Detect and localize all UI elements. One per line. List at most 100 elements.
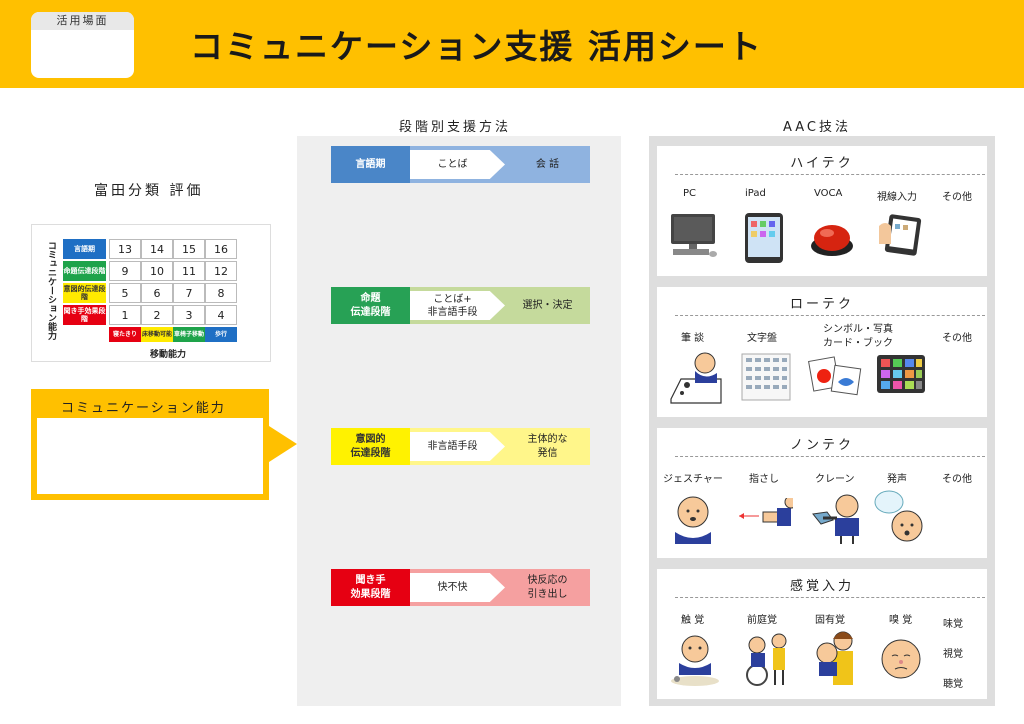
divider — [675, 597, 985, 598]
tablet-icon — [745, 213, 783, 263]
item-label: クレーン — [815, 474, 855, 485]
item-label: その他 — [942, 333, 972, 344]
grid-cell: 8 — [205, 283, 237, 303]
usage-scene-badge: 活用場面 — [31, 12, 134, 78]
stage-level: 言語期 — [331, 146, 410, 183]
vertical-axis-label: コミュニケーション能力 — [46, 241, 56, 340]
grid-cell: 6 — [141, 283, 173, 303]
stage-methods-title: 段階別支援方法 — [399, 120, 512, 135]
page-title: コミュニケーション支援 活用シート — [190, 27, 763, 66]
item-label: 発声 — [887, 474, 907, 485]
computer-icon — [671, 214, 717, 257]
stage-method: 非言語手段 — [410, 432, 505, 461]
grid-cell: 2 — [141, 305, 173, 325]
item-label: ジェスチャー — [663, 474, 723, 485]
level-intentional: 意図的伝達段階 — [63, 283, 106, 303]
level-language: 言語期 — [63, 239, 106, 259]
group-title: ローテク — [789, 297, 854, 312]
communication-book-icon — [877, 355, 925, 393]
divider — [675, 456, 985, 457]
aac-title: AAC技法 — [783, 120, 851, 135]
crane-hand-icon — [812, 494, 859, 544]
item-label: 視覚 — [943, 649, 963, 660]
grid-cell: 1 — [109, 305, 141, 325]
mobility-floor: 床移動可能 — [141, 327, 173, 342]
item-label: 指さし — [749, 474, 779, 485]
eye-gaze-device-icon — [879, 214, 922, 256]
aac-group-nontech: ノンテク ジェスチャー 指さし クレーン 発声 その他 — [657, 428, 987, 558]
item-label: 触 覚 — [681, 615, 705, 626]
vocalizing-child-icon — [874, 490, 923, 542]
wheelchair-icon — [746, 633, 787, 686]
stage-row-propositional: 命題 伝達段階 ことば+ 非言語手段 選択・決定 — [331, 287, 590, 324]
item-label: その他 — [942, 192, 972, 203]
group-title: 感覚入力 — [789, 579, 854, 594]
stage-result: 主体的な 発信 — [527, 433, 568, 459]
aac-group-hightech: ハイテク PC iPad VOCA 視線入力 その他 — [657, 146, 987, 276]
grid-cell: 14 — [141, 239, 173, 259]
comm-ability-input[interactable] — [37, 418, 263, 494]
stage-method: ことば — [410, 150, 505, 179]
divider — [675, 315, 985, 316]
item-label: iPad — [745, 188, 766, 199]
usage-scene-label: 活用場面 — [31, 12, 134, 30]
item-label: 味覚 — [943, 619, 963, 630]
grid-cell: 12 — [205, 261, 237, 281]
stage-result: 会 話 — [535, 158, 560, 170]
stage-row-language: 言語期 ことば 会 話 — [331, 146, 590, 183]
gesture-child-icon — [675, 496, 711, 544]
aac-group-lowtech: ローテク 筆 談 文字盤 シンボル・写真 カード・ブック その他 — [657, 287, 987, 417]
hug-icon — [816, 631, 853, 685]
item-label: その他 — [942, 474, 972, 485]
header-bar — [0, 0, 1024, 88]
comm-ability-label: コミュニケーション能力 — [61, 401, 226, 416]
aac-panel: ハイテク PC iPad VOCA 視線入力 その他 ローテク 筆 談 文字盤 … — [649, 136, 995, 706]
item-label: VOCA — [814, 188, 843, 199]
item-label: 前庭覚 — [747, 615, 777, 626]
smell-face-icon — [881, 639, 921, 679]
stage-row-intentional: 意図的 伝達段階 非言語手段 主体的な 発信 — [331, 428, 590, 465]
tomita-grid-card: コミュニケーション能力 言語期 命題伝達段階 意図的伝達段階 聞き手効果段階 1… — [31, 224, 271, 362]
grid-cell: 9 — [109, 261, 141, 281]
writing-child-icon — [670, 352, 722, 404]
divider — [675, 174, 985, 175]
item-label: PC — [683, 188, 697, 199]
mobility-walking: 歩行 — [205, 327, 237, 342]
stage-result: 選択・決定 — [522, 299, 573, 311]
grid-cell: 5 — [109, 283, 141, 303]
mobility-wheelchair: 車椅子移動 — [173, 327, 205, 342]
item-label: 嗅 覚 — [889, 615, 913, 626]
mobility-bedridden: 寝たきり — [109, 327, 141, 342]
item-label: シンボル・写真 カード・ブック — [823, 324, 893, 349]
item-label: 固有覚 — [815, 615, 845, 626]
grid-cell: 4 — [205, 305, 237, 325]
pointing-hand-icon — [739, 498, 793, 526]
letter-board-icon — [741, 353, 791, 401]
item-label: 聴覚 — [943, 679, 963, 690]
symbol-cards-icon — [808, 356, 862, 396]
level-propositional: 命題伝達段階 — [63, 261, 106, 281]
comm-ability-box: コミュニケーション能力 — [31, 389, 269, 500]
stage-method: ことば+ 非言語手段 — [410, 291, 505, 320]
grid-cell: 10 — [141, 261, 173, 281]
stage-methods-panel: 言語期 ことば 会 話 命題 伝達段階 ことば+ 非言語手段 選択・決定 意図的… — [297, 136, 621, 706]
stage-level: 命題 伝達段階 — [331, 287, 410, 324]
level-listener: 聞き手効果段階 — [63, 305, 106, 325]
grid-cell: 15 — [173, 239, 205, 259]
touch-play-icon — [671, 635, 719, 686]
grid-cell: 11 — [173, 261, 205, 281]
stage-level: 意図的 伝達段階 — [331, 428, 410, 465]
grid-cell: 3 — [173, 305, 205, 325]
grid-cell: 13 — [109, 239, 141, 259]
stage-level: 聞き手 効果段階 — [331, 569, 410, 606]
item-label: 視線入力 — [877, 192, 917, 203]
pointer-arrow-icon — [269, 426, 297, 462]
grid-cell: 7 — [173, 283, 205, 303]
stage-result: 快反応の 引き出し — [527, 574, 568, 600]
stage-row-listener: 聞き手 効果段階 快不快 快反応の 引き出し — [331, 569, 590, 606]
stage-method: 快不快 — [410, 573, 505, 602]
horizontal-axis-label: 移動能力 — [150, 350, 187, 360]
item-label: 筆 談 — [681, 333, 705, 344]
voca-button-icon — [811, 225, 853, 256]
group-title: ノンテク — [789, 438, 854, 453]
